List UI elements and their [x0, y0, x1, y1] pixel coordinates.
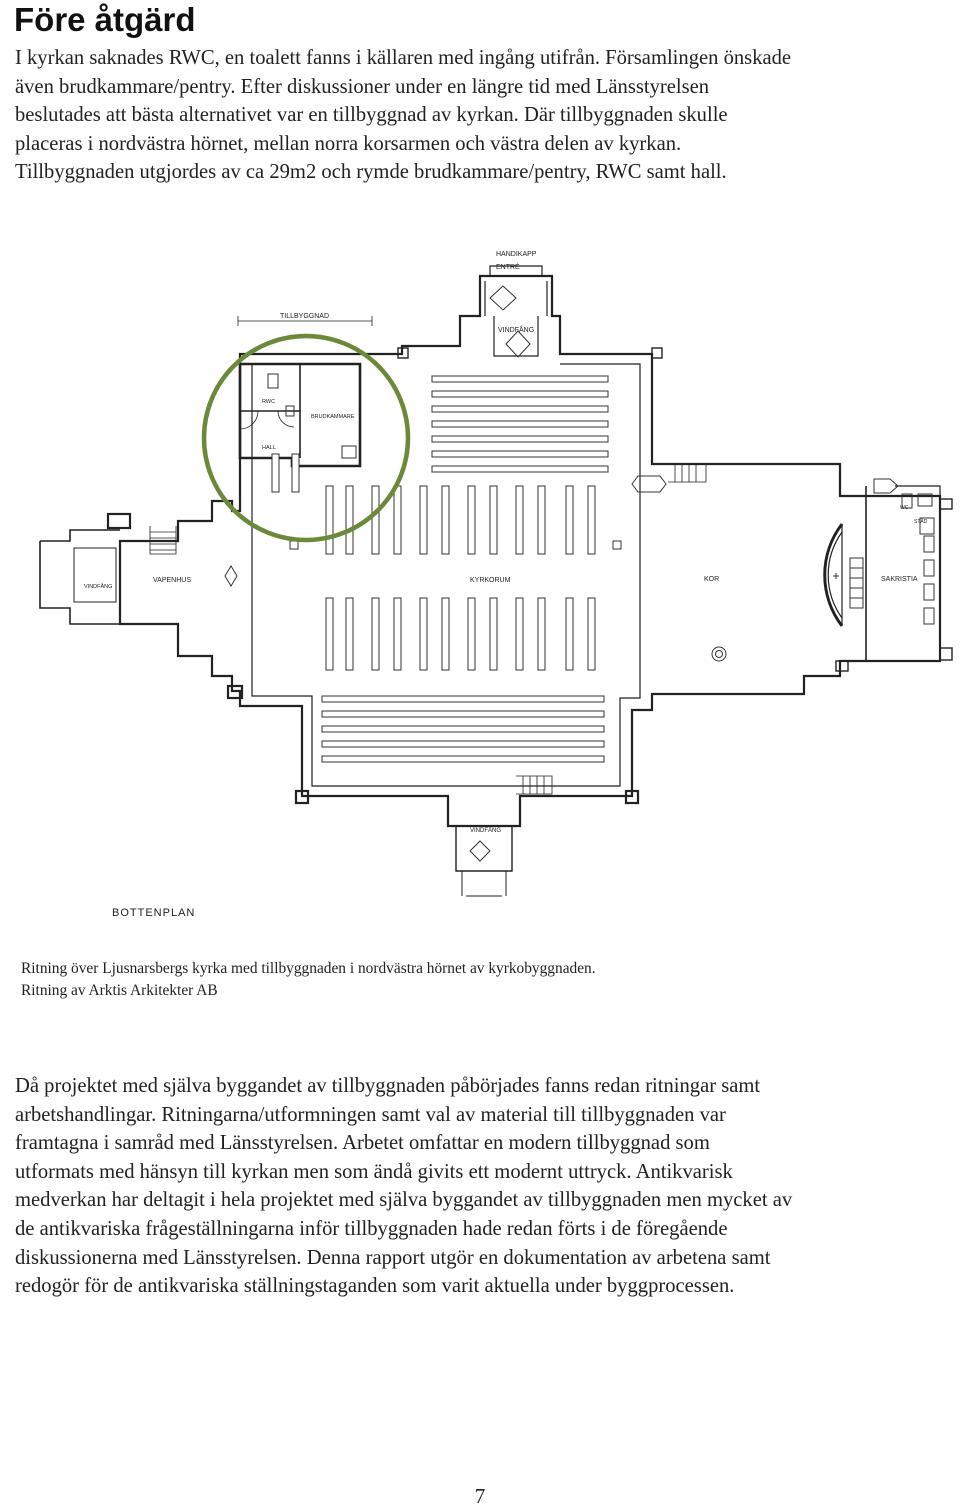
pew	[431, 390, 609, 398]
church-outline	[39, 265, 953, 897]
pew	[431, 420, 609, 428]
pew	[537, 597, 546, 671]
pew	[321, 755, 605, 763]
pew	[321, 710, 605, 718]
pew	[431, 375, 609, 383]
pew	[325, 597, 334, 671]
pew	[565, 485, 574, 555]
intro-paragraph: I kyrkan saknades RWC, en toalett fanns …	[15, 44, 955, 187]
intro-line: beslutades att bästa alternativet var en…	[15, 104, 728, 127]
label-stad: STÄD	[914, 518, 928, 525]
pew	[923, 535, 935, 553]
pew	[489, 597, 498, 671]
label-kyrkorum: KYRKORUM	[470, 577, 511, 584]
pew	[321, 725, 605, 733]
label-vindfang-south: VINDFÅNG	[470, 827, 501, 834]
intro-line: Tillbyggnaden utgjordes av ca 29m2 och r…	[15, 161, 727, 184]
pew	[419, 485, 428, 555]
label-brudkammare: BRUDKAMMARE	[311, 414, 355, 420]
pew	[419, 597, 428, 671]
body-line: medverkan har deltagit i hela projektet …	[15, 1189, 793, 1212]
pew	[467, 597, 476, 671]
label-wc: WC	[900, 505, 909, 511]
body-paragraph: Då projektet med själva byggandet av til…	[15, 1072, 957, 1301]
label-handikapp: HANDIKAPP	[496, 251, 537, 258]
label-vindfang-north: VINDFÅNG	[498, 325, 534, 334]
body-line: framtagna i samråd med Länsstyrelsen. Ar…	[15, 1132, 710, 1155]
caption-line: Ritning av Arktis Arkitekter AB	[21, 981, 218, 999]
pew	[393, 485, 402, 555]
label-vindfang-west: VINDFÅNG	[84, 583, 112, 590]
body-line: Då projektet med själva byggandet av til…	[15, 1075, 761, 1097]
page-number: 7	[474, 1484, 486, 1508]
pew	[371, 597, 380, 671]
pew	[441, 597, 450, 671]
pew	[923, 559, 935, 577]
pew	[537, 485, 546, 555]
body-line: diskussionerna med Länsstyrelsen. Denna …	[15, 1246, 771, 1269]
pew	[587, 597, 596, 671]
label-bottenplan: BOTTENPLAN	[112, 907, 195, 919]
intro-line: I kyrkan saknades RWC, en toalett fanns …	[15, 47, 792, 69]
pew	[345, 485, 354, 555]
pew	[345, 597, 354, 671]
pew	[587, 485, 596, 555]
label-entre: ENTRÉ	[496, 262, 520, 271]
label-kor: KOR	[704, 576, 719, 583]
body-line: arbetshandlingar. Ritningarna/utformning…	[15, 1103, 726, 1126]
body-line: utformats med hänsyn till kyrkan men som…	[15, 1160, 733, 1183]
pew	[291, 453, 300, 493]
pew	[431, 465, 609, 473]
pew	[441, 485, 450, 555]
pew	[923, 607, 935, 625]
pew	[431, 435, 609, 443]
intro-line: även brudkammare/pentry. Efter diskussio…	[15, 75, 710, 98]
pew	[431, 450, 609, 458]
label-hall: HALL	[262, 445, 276, 451]
pew	[321, 740, 605, 748]
figure-caption: Ritning över Ljusnarsbergs kyrka med til…	[21, 958, 951, 1001]
pew	[515, 485, 524, 555]
pew	[489, 485, 498, 555]
label-rwc: RWC	[262, 399, 275, 405]
floor-plan-drawing: HANDIKAPP ENTRÉ TILLBYGGNAD VINDFÅNG RWC…	[0, 236, 960, 936]
pew	[321, 695, 605, 703]
pew	[565, 597, 574, 671]
body-line: de antikvariska frågeställningarna inför…	[15, 1217, 728, 1240]
label-vapenhus: VAPENHUS	[153, 577, 191, 584]
pew	[923, 583, 935, 601]
pew	[515, 597, 524, 671]
pew	[325, 485, 334, 555]
label-tillbyggnad: TILLBYGGNAD	[280, 313, 329, 320]
body-line: redogör för de antikvariska ställningsta…	[15, 1275, 735, 1298]
pew	[431, 405, 609, 413]
pew	[271, 453, 280, 493]
pew	[371, 485, 380, 555]
label-sakristia: SAKRISTIA	[881, 576, 918, 583]
page-heading: Före åtgärd	[14, 1, 196, 38]
extension-highlight-circle	[201, 333, 411, 543]
caption-line: Ritning över Ljusnarsbergs kyrka med til…	[21, 960, 596, 977]
pew	[467, 485, 476, 555]
intro-line: placeras i nordvästra hörnet, mellan nor…	[15, 132, 682, 155]
pew	[393, 597, 402, 671]
